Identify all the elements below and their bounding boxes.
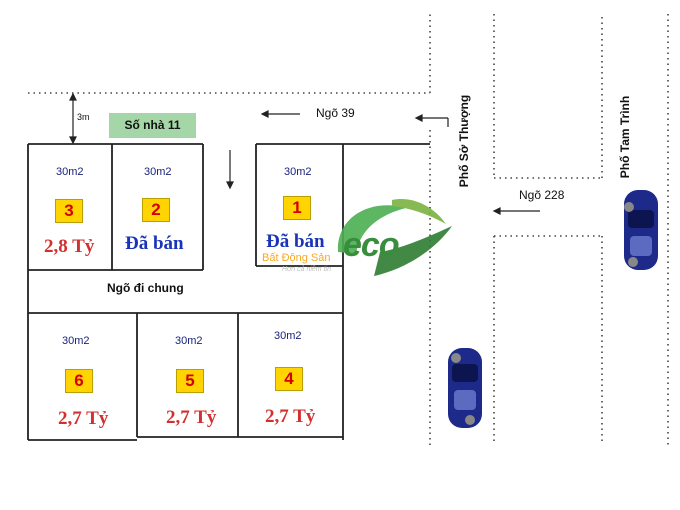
lot-1-status: Đã bán xyxy=(266,231,325,252)
car-icon xyxy=(624,190,658,270)
lot-5-area: 30m2 xyxy=(175,335,203,347)
eco-logo-text: eco xyxy=(343,226,400,264)
road-label-so-thuong: Phố Sở Thượng xyxy=(457,94,471,188)
lot-1-area: 30m2 xyxy=(284,166,312,178)
lot-6-area: 30m2 xyxy=(62,335,90,347)
eco-logo-subtitle: Bất Động Sản xyxy=(262,252,331,264)
lot-3-badge: 3 xyxy=(55,199,83,223)
lot-2-area: 30m2 xyxy=(144,166,172,178)
eco-logo-tagline: Hơn cả niềm tin xyxy=(282,266,331,273)
lot-4-area: 30m2 xyxy=(274,330,302,342)
road-label-ngo-228: Ngõ 228 xyxy=(519,188,565,202)
house-number-label: Số nhà 11 xyxy=(109,113,196,138)
road-label-tam-trinh: Phố Tam Trình xyxy=(618,95,632,179)
car-icon xyxy=(448,348,482,428)
eco-logo-icon xyxy=(337,199,452,276)
lot-3-price: 2,8 Tỷ xyxy=(44,236,95,257)
road-label-ngo-39: Ngõ 39 xyxy=(316,106,355,120)
lot-4-price: 2,7 Tỷ xyxy=(265,406,316,427)
lot-5-price: 2,7 Tỷ xyxy=(166,407,217,428)
lot-6-badge: 6 xyxy=(65,369,93,393)
lot-6-price: 2,7 Tỷ xyxy=(58,408,109,429)
lot-5-badge: 5 xyxy=(176,369,204,393)
lot-1-badge: 1 xyxy=(283,196,311,220)
common-lane-label: Ngõ đi chung xyxy=(107,281,184,295)
lot-2-badge: 2 xyxy=(142,198,170,222)
lot-4-badge: 4 xyxy=(275,367,303,391)
lot-2-status: Đã bán xyxy=(125,233,184,254)
setback-label: 3m xyxy=(77,112,90,122)
lot-3-area: 30m2 xyxy=(56,166,84,178)
